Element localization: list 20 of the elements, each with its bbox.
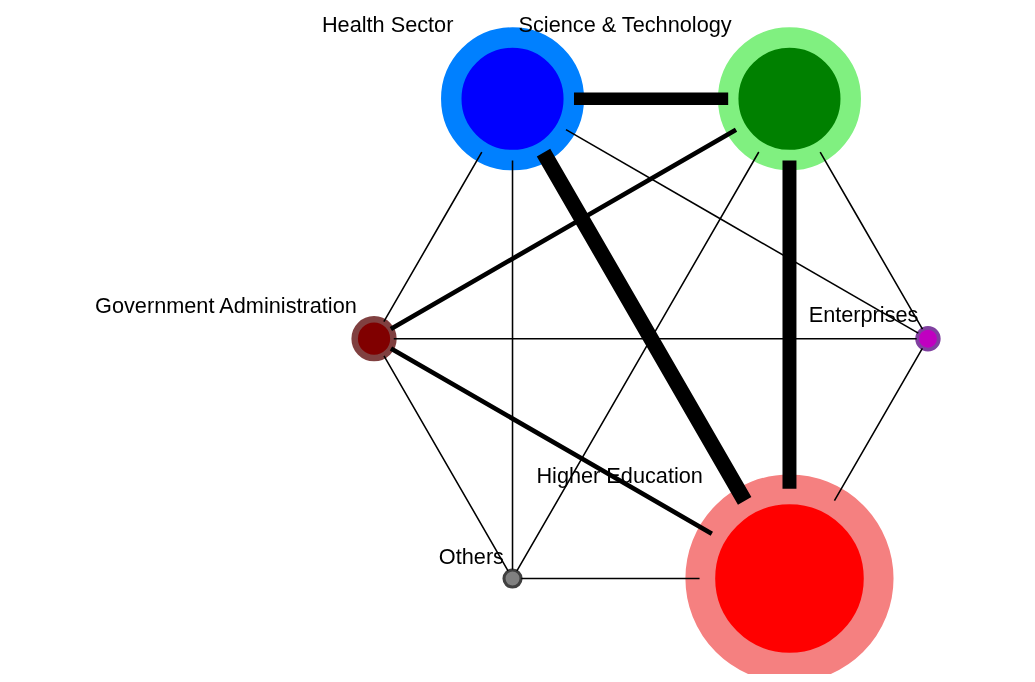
- connector: [520, 577, 700, 580]
- connector: [382, 355, 509, 572]
- node-circle: [914, 325, 941, 352]
- connector: [389, 346, 713, 536]
- connector: [573, 92, 728, 106]
- connector: [511, 159, 513, 571]
- connector: [536, 148, 751, 505]
- node-circle: [350, 316, 397, 362]
- node-label: Science & Technology: [518, 11, 732, 37]
- node-label: Government Administration: [94, 293, 357, 319]
- connector: [392, 337, 917, 340]
- connector: [515, 151, 760, 572]
- connector: [564, 128, 919, 334]
- connector: [389, 127, 737, 331]
- connector: [782, 160, 796, 489]
- node-label: Health Sector: [321, 11, 453, 37]
- connector: [818, 151, 923, 330]
- node-circle: [501, 568, 523, 589]
- connector: [833, 347, 923, 502]
- connector: [382, 151, 483, 323]
